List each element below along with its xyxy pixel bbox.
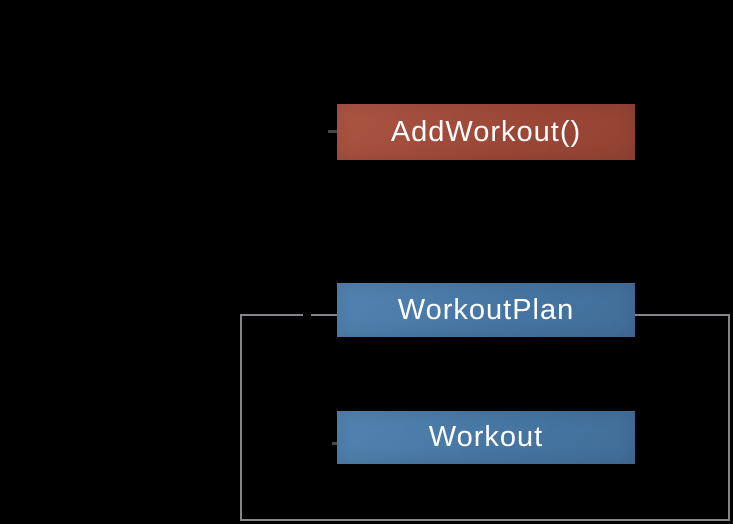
node-workout: Workout: [337, 411, 635, 464]
node-addworkout-label: AddWorkout(): [390, 115, 582, 148]
node-workout-label: Workout: [428, 421, 544, 453]
connector-stub-addworkout: [328, 130, 337, 133]
connector-stub-workout: [332, 442, 337, 445]
node-addworkout: AddWorkout(): [337, 104, 635, 160]
node-workoutplan: WorkoutPlan: [337, 283, 635, 337]
group-outline-gap: [303, 311, 311, 320]
node-workoutplan-label: WorkoutPlan: [397, 293, 575, 326]
